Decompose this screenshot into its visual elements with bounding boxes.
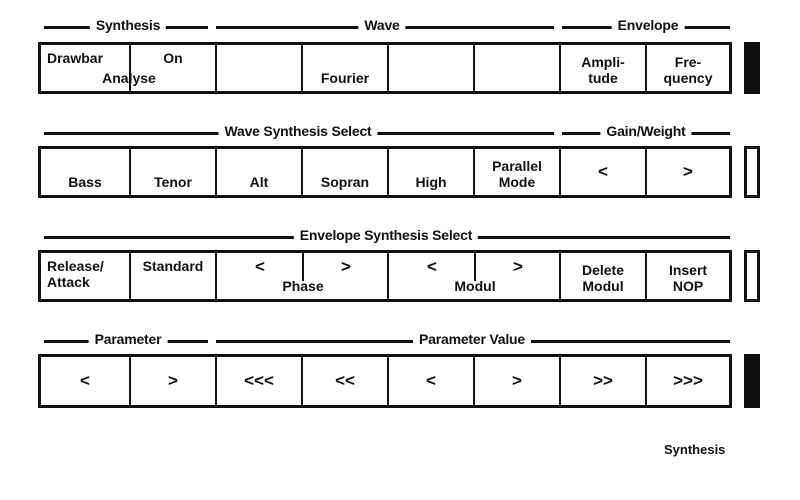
- wave-synthesis-row: Bass Tenor Alt Sopran High Parallel Mode…: [38, 146, 732, 198]
- arrow-right-icon: >: [168, 371, 178, 390]
- gain-increase-button[interactable]: >: [645, 149, 729, 195]
- header-envelope-synthesis-select: Envelope Synthesis Select: [44, 227, 730, 244]
- modul-decrease-button[interactable]: <: [389, 253, 475, 281]
- arrow-left-icon: <: [598, 162, 608, 181]
- header-label: Synthesis: [89, 17, 167, 33]
- modul-label: Modul: [454, 278, 496, 294]
- row1-indicator: [744, 42, 760, 94]
- fourier-button[interactable]: Fourier: [301, 45, 387, 91]
- double-arrow-right-icon: >>: [593, 371, 613, 390]
- modul-divider: [474, 253, 476, 281]
- sopran-button[interactable]: Sopran: [301, 149, 387, 195]
- arrow-left-icon: <: [427, 257, 437, 276]
- envelope-synthesis-row: Release/ Attack Standard < > Phase < > M…: [38, 250, 732, 302]
- analyse-label: Analyse: [102, 70, 156, 86]
- high-button[interactable]: High: [387, 149, 473, 195]
- header-label: Envelope: [611, 17, 685, 33]
- value-increase-large-button[interactable]: >>>: [645, 357, 729, 405]
- header-parameter: Parameter: [44, 331, 208, 348]
- double-arrow-left-icon: <<: [335, 371, 355, 390]
- parallel-mode-button[interactable]: Parallel Mode: [473, 149, 559, 195]
- insert-nop-button[interactable]: Insert NOP: [645, 253, 729, 299]
- phase-group: < > Phase: [215, 253, 387, 299]
- release-attack-label: Release/ Attack: [47, 258, 104, 290]
- value-increase-medium-button[interactable]: >>: [559, 357, 645, 405]
- frequency-button[interactable]: Fre- quency: [645, 45, 729, 91]
- header-envelope: Envelope: [562, 17, 730, 34]
- arrow-left-icon: <: [426, 371, 436, 390]
- header-label: Wave Synthesis Select: [218, 123, 378, 139]
- arrow-right-icon: >: [513, 257, 523, 276]
- value-decrease-small-button[interactable]: <: [387, 357, 473, 405]
- phase-label: Phase: [282, 278, 324, 294]
- frequency-label: Fre- quency: [663, 54, 713, 86]
- header-parameter-value: Parameter Value: [216, 331, 730, 348]
- bass-label: Bass: [68, 174, 102, 190]
- header-label: Gain/Weight: [600, 123, 692, 139]
- header-wave: Wave: [216, 17, 554, 34]
- phase-increase-button[interactable]: >: [303, 253, 389, 281]
- arrow-right-icon: >: [341, 257, 351, 276]
- release-attack-button[interactable]: Release/ Attack: [41, 253, 129, 299]
- header-gain-weight: Gain/Weight: [562, 123, 730, 140]
- parameter-row: < > <<< << < > >> >>>: [38, 354, 732, 408]
- header-label: Wave: [358, 17, 406, 33]
- sopran-label: Sopran: [320, 174, 370, 190]
- row3-indicator: [744, 250, 760, 302]
- on-label: On: [163, 50, 183, 66]
- amplitude-button[interactable]: Ampli- tude: [559, 45, 645, 91]
- modul-increase-button[interactable]: >: [475, 253, 561, 281]
- row4-indicator: [744, 354, 760, 408]
- triple-arrow-right-icon: >>>: [673, 371, 703, 390]
- wave-slot-4-button[interactable]: [473, 45, 559, 91]
- modul-group: < > Modul: [387, 253, 559, 299]
- arrow-left-icon: <: [80, 371, 90, 390]
- parameter-next-button[interactable]: >: [129, 357, 215, 405]
- parameter-prev-button[interactable]: <: [41, 357, 129, 405]
- delete-modul-button[interactable]: Delete Modul: [559, 253, 645, 299]
- header-label: Parameter: [88, 331, 168, 347]
- alt-button[interactable]: Alt: [215, 149, 301, 195]
- wave-slot-1-button[interactable]: [215, 45, 301, 91]
- standard-button[interactable]: Standard: [129, 253, 215, 299]
- page-footer-title: Synthesis: [664, 442, 726, 457]
- header-label: Envelope Synthesis Select: [293, 227, 479, 243]
- value-decrease-medium-button[interactable]: <<: [301, 357, 387, 405]
- drawbar-button[interactable]: Drawbar: [41, 45, 129, 91]
- tenor-button[interactable]: Tenor: [129, 149, 215, 195]
- on-button[interactable]: On: [129, 45, 215, 91]
- value-decrease-large-button[interactable]: <<<: [215, 357, 301, 405]
- amplitude-label: Ampli- tude: [581, 54, 625, 86]
- phase-divider: [302, 253, 304, 281]
- bass-button[interactable]: Bass: [41, 149, 129, 195]
- arrow-left-icon: <: [255, 257, 265, 276]
- arrow-right-icon: >: [683, 162, 693, 181]
- insert-nop-label: Insert NOP: [668, 262, 708, 294]
- alt-label: Alt: [249, 174, 269, 190]
- delete-modul-label: Delete Modul: [581, 262, 625, 294]
- header-synthesis: Synthesis: [44, 17, 208, 34]
- tenor-label: Tenor: [154, 174, 192, 190]
- phase-decrease-button[interactable]: <: [217, 253, 303, 281]
- parallel-mode-label: Parallel Mode: [492, 158, 542, 190]
- high-label: High: [415, 174, 447, 190]
- drawbar-label: Drawbar: [47, 50, 104, 66]
- row2-indicator: [744, 146, 760, 198]
- standard-label: Standard: [142, 258, 204, 274]
- arrow-right-icon: >: [512, 371, 522, 390]
- fourier-label: Fourier: [320, 70, 370, 86]
- header-wave-synthesis-select: Wave Synthesis Select: [44, 123, 554, 140]
- value-increase-small-button[interactable]: >: [473, 357, 559, 405]
- synthesis-mode-row: Drawbar On Analyse Fourier Ampli- tude F…: [38, 42, 732, 94]
- wave-slot-3-button[interactable]: [387, 45, 473, 91]
- gain-decrease-button[interactable]: <: [559, 149, 645, 195]
- header-label: Parameter Value: [413, 331, 531, 347]
- triple-arrow-left-icon: <<<: [244, 371, 274, 390]
